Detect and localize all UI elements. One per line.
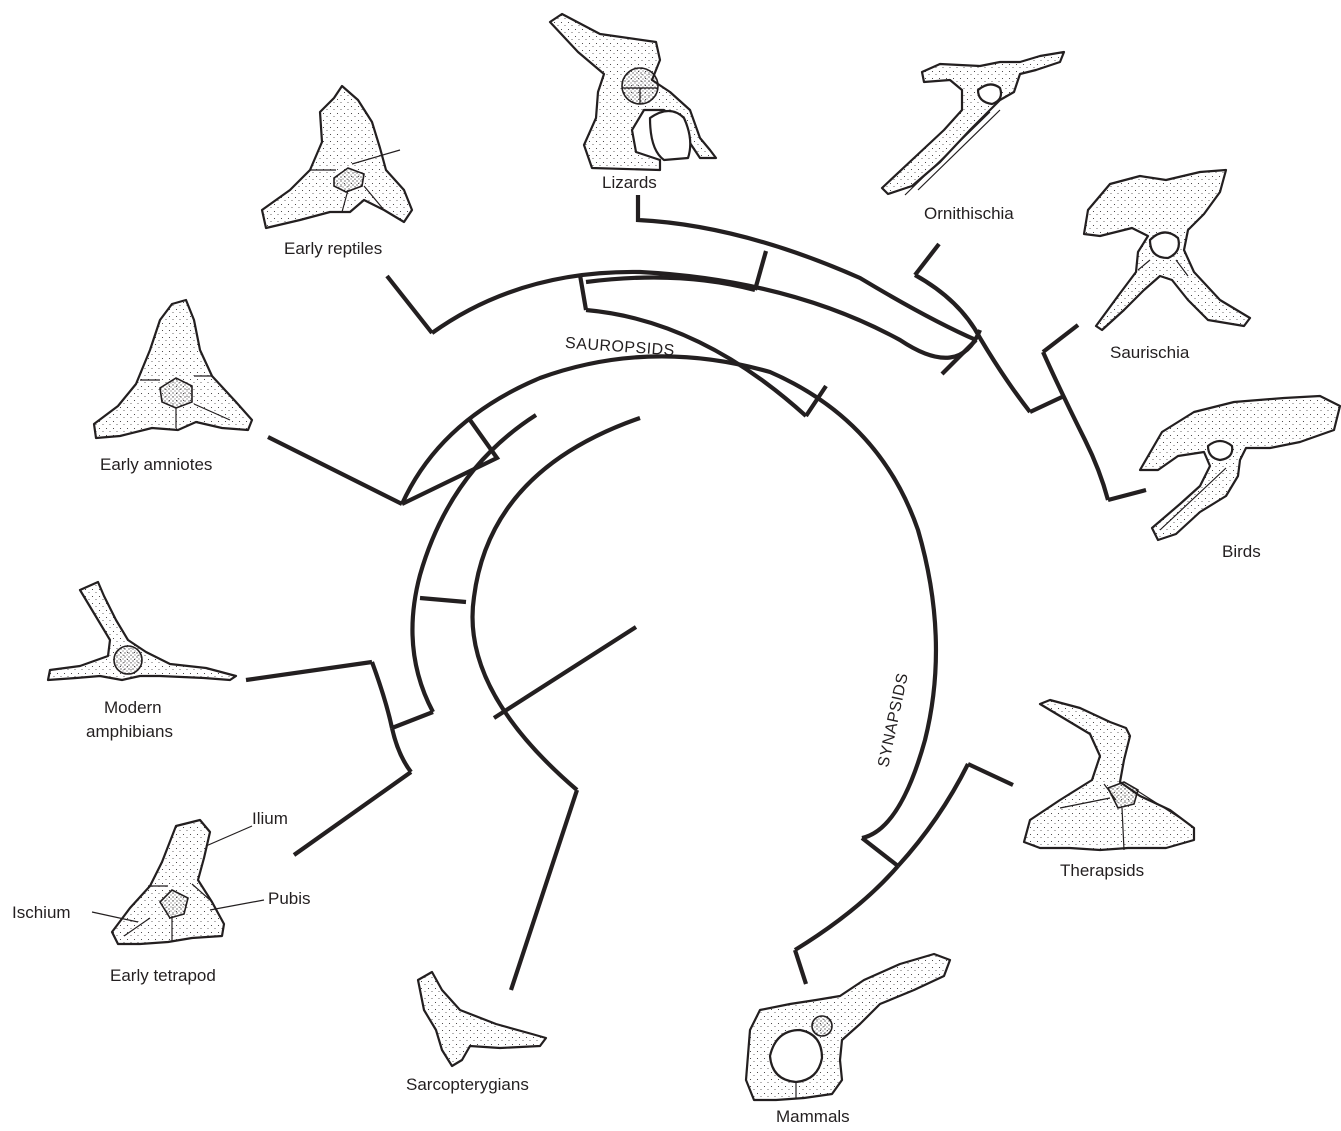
modern-amphibians-label-line2: amphibians: [86, 722, 173, 741]
early-amniotes-branch: [268, 437, 402, 504]
ischium-label: Ischium: [12, 903, 71, 922]
amphibian-arc: [372, 662, 392, 728]
birds-pelvis-outline: [1140, 396, 1340, 540]
modern-amphibians-branch: [246, 662, 372, 680]
tetrapod-stem: [420, 598, 466, 602]
therapsids-label: Therapsids: [1060, 861, 1144, 880]
sauropsid-inner-arc: [586, 310, 806, 416]
birds-label: Birds: [1222, 542, 1261, 561]
sarcopterygians-branch: [511, 790, 577, 990]
synapsids-label: SYNAPSIDS: [875, 671, 912, 769]
saurischia-label: Saurischia: [1110, 343, 1190, 362]
amphibian-node: [392, 712, 433, 728]
saurischia-pelvis-illustration: [1084, 170, 1250, 330]
early-reptiles-pelvis-illustration: [262, 86, 412, 228]
ornithischia-pelvis-illustration: [882, 52, 1064, 195]
mammals-arc: [795, 866, 898, 950]
birds-acetabulum: [1208, 441, 1232, 460]
saurischia-arc: [1043, 352, 1108, 500]
early-tetrapod-pelvis-outline: [112, 820, 224, 944]
mammals-pelvis-illustration: [746, 954, 950, 1100]
lizards-arc: [586, 278, 755, 291]
therapsids-branch: [968, 764, 1013, 785]
synapsid-arc: [898, 764, 968, 866]
early-reptiles-label: Early reptiles: [284, 239, 382, 258]
therapsids-pelvis-illustration: [1024, 700, 1194, 850]
ilium-label: Ilium: [252, 809, 288, 828]
lepidosaur-bracket: [580, 275, 586, 310]
modern-amphibians-pelvis-illustration: [48, 582, 236, 680]
early-tetrapod-pelvis-illustration: [92, 820, 264, 944]
saurischia-node: [1030, 397, 1062, 412]
mammals-obturator-foramen: [770, 1030, 822, 1082]
mammals-acetabulum: [812, 1016, 832, 1036]
early-reptiles-pelvis-outline: [262, 86, 412, 228]
modern-amphibians-label-line1: Modern: [104, 698, 162, 717]
lizards-pelvis-foramen: [650, 111, 690, 160]
saurischia-acetabulum: [1150, 232, 1179, 258]
sarcopterygians-label: Sarcopterygians: [406, 1075, 529, 1094]
mammals-pelvis-outline: [746, 954, 950, 1100]
sarcopterygians-pelvis-illustration: [418, 972, 546, 1066]
early-tetrapod-label: Early tetrapod: [110, 966, 216, 985]
mammals-branch: [795, 950, 806, 984]
mammals-label: Mammals: [776, 1107, 850, 1126]
early-amniotes-pelvis-outline: [94, 300, 252, 438]
early-reptiles-branch: [387, 276, 432, 333]
early-tetrapod-branch: [294, 772, 411, 855]
pubis-leader-line: [210, 900, 264, 910]
root-branch: [494, 627, 636, 718]
birds-branch: [1108, 490, 1146, 500]
lizards-label: Lizards: [602, 173, 657, 192]
phylogeny-tree: [246, 195, 1146, 990]
early-tetrapod-arc: [392, 728, 411, 772]
lizards-pelvis-illustration: [550, 14, 716, 170]
lizards-bracket: [755, 251, 766, 290]
sarcopterygians-pelvis-outline: [418, 972, 546, 1066]
sarcopterygian-arc: [473, 418, 640, 790]
early-amniotes-pelvis-illustration: [94, 300, 252, 438]
saurischia-branch: [1043, 325, 1078, 352]
ornithischia-pelvis-outline: [882, 52, 1064, 194]
therapsids-pelvis-outline: [1024, 700, 1194, 850]
modern-amphibians-pelvis-outline: [48, 582, 236, 680]
birds-pelvis-illustration: [1140, 396, 1340, 540]
pubis-label: Pubis: [268, 889, 311, 908]
synapsid-node: [862, 838, 898, 866]
ornithischia-branch: [915, 244, 939, 275]
modern-amphibians-acetabulum: [114, 646, 142, 674]
sauropsids-label: SAUROPSIDS: [565, 335, 676, 360]
amniote-arc: [402, 356, 936, 838]
early-amniotes-label: Early amniotes: [100, 455, 212, 474]
ornithischia-label: Ornithischia: [924, 204, 1014, 223]
ilium-leader-line: [206, 826, 252, 846]
